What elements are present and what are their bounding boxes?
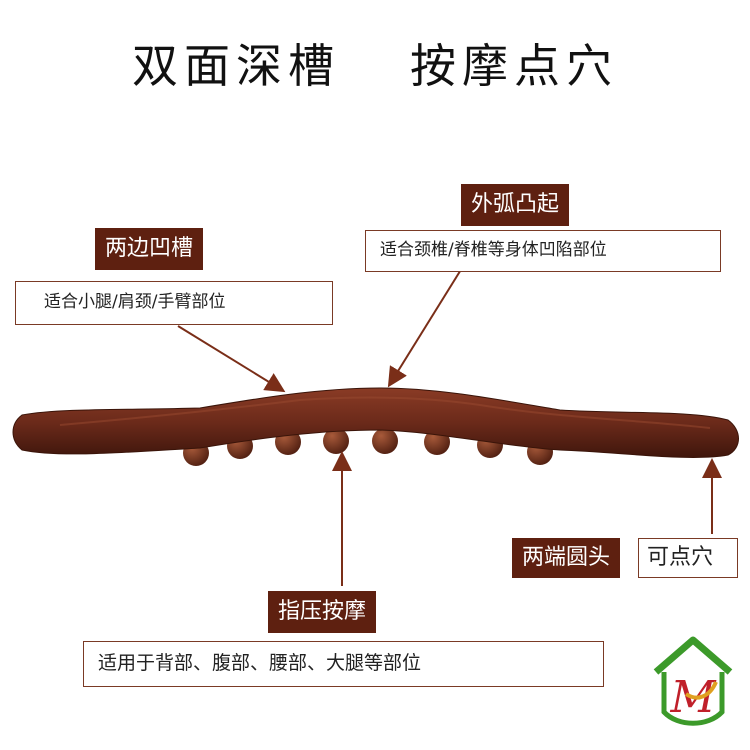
arrow-outer-arc: [387, 267, 463, 388]
title-left: 双面深槽: [132, 39, 340, 93]
desc-ends: 可点穴: [638, 538, 738, 578]
tag-ends: 两端圆头: [512, 538, 621, 578]
desc-finger-press: 适用于背部、腹部、腰部、大腿等部位: [83, 641, 604, 687]
tag-finger-press: 指压按摩: [268, 591, 377, 633]
page-title: 双面深槽 按摩点穴: [0, 30, 750, 96]
brand-logo: M: [653, 636, 733, 726]
title-right: 按摩点穴: [410, 39, 618, 93]
tag-two-sides: 两边凹槽: [95, 228, 204, 270]
arrow-two-sides: [177, 325, 286, 393]
desc-outer-arc: 适合颈椎/脊椎等身体凹陷部位: [365, 230, 721, 272]
stick-body: [12, 387, 739, 458]
desc-two-sides: 适合小腿/肩颈/手臂部位: [15, 281, 333, 325]
tag-outer-arc: 外弧凸起: [461, 184, 570, 226]
